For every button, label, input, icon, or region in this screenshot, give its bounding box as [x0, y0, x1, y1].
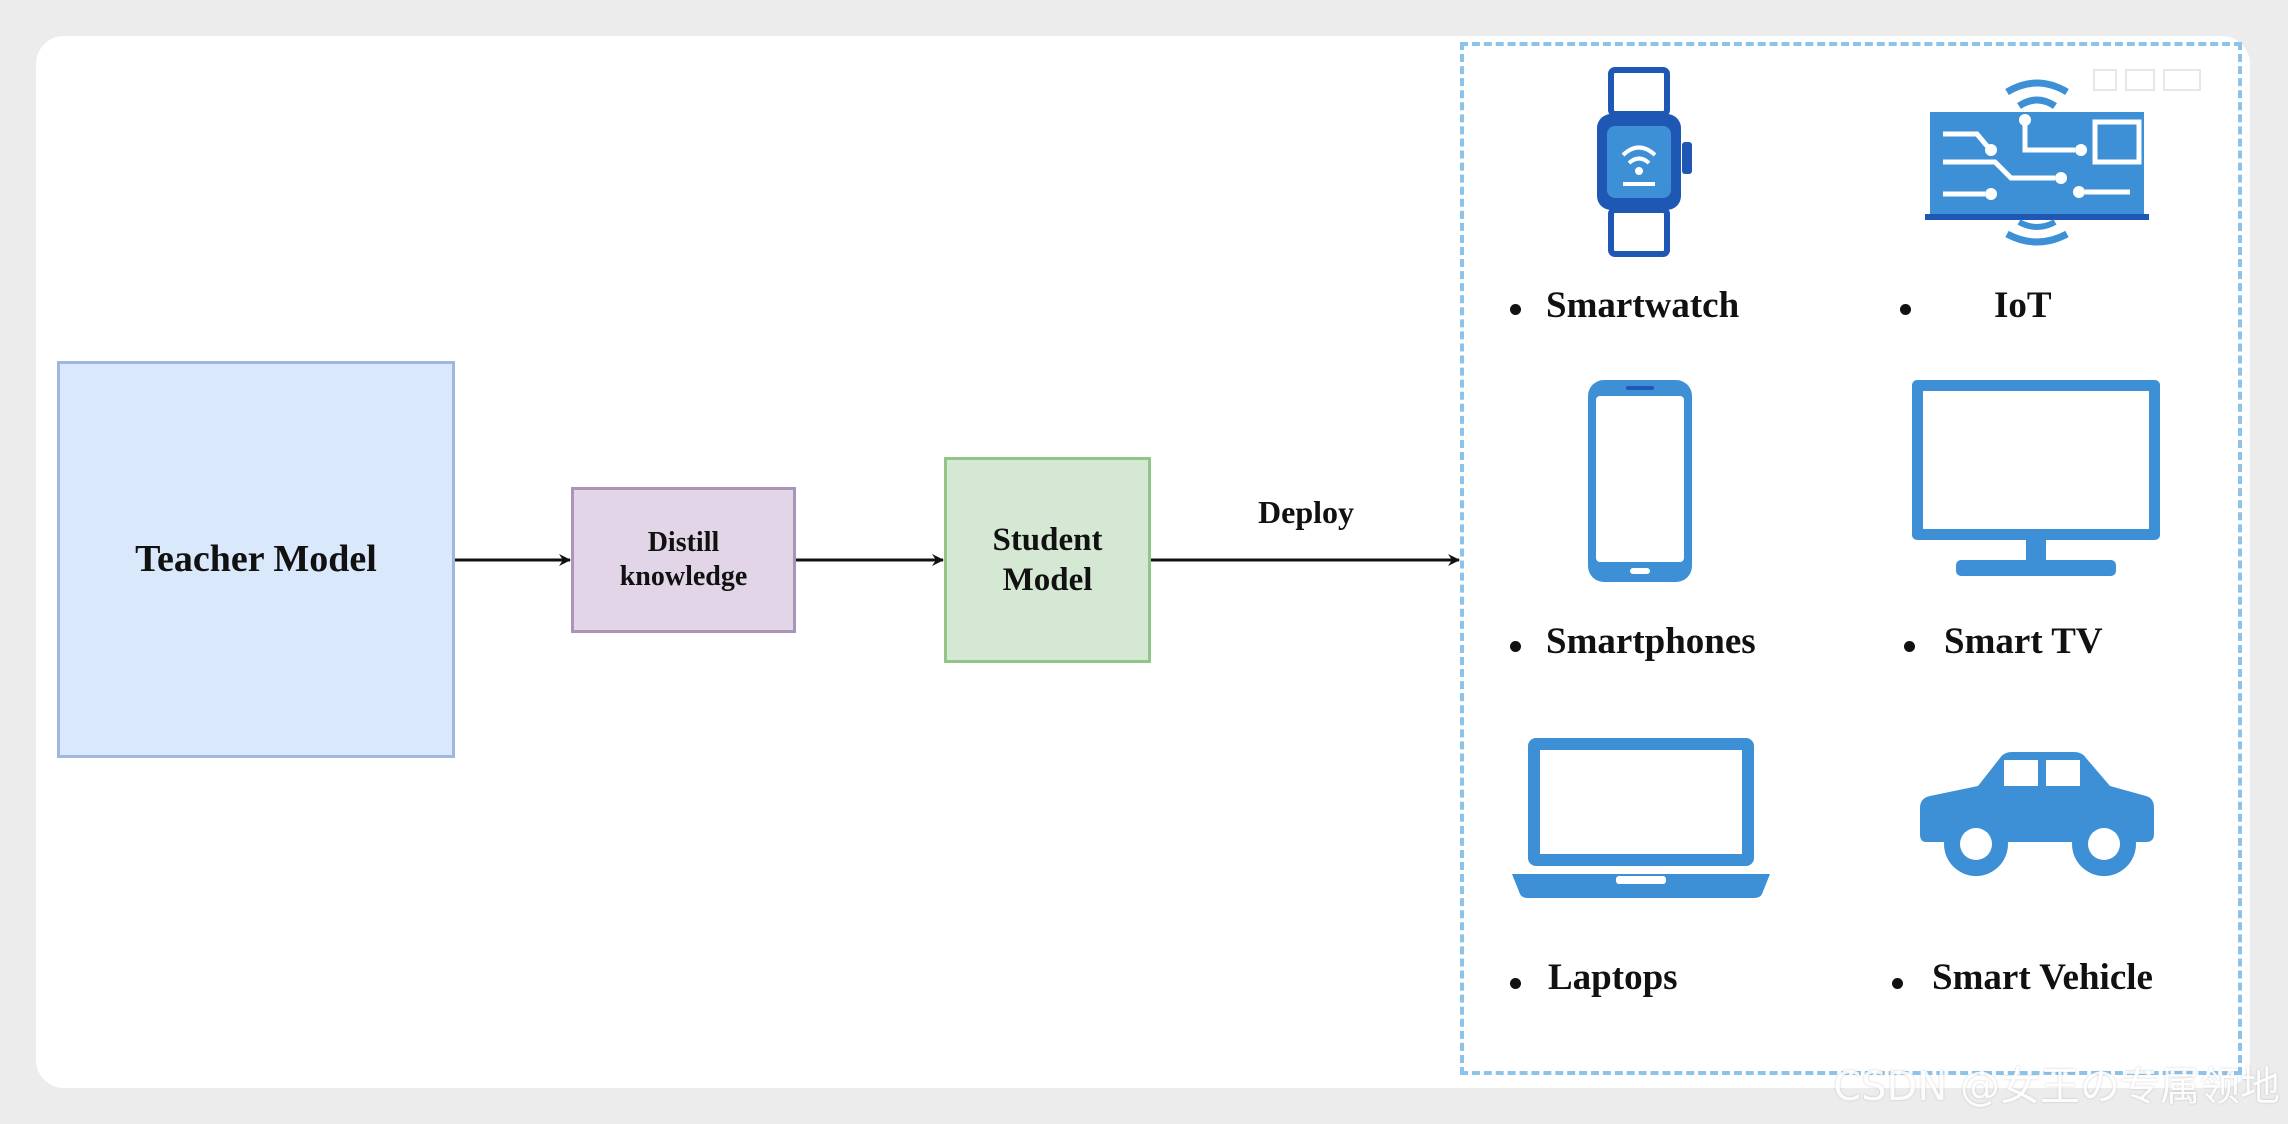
car-icon	[1920, 752, 2154, 876]
smartphone-icon	[1588, 380, 1692, 582]
bullet-icon	[1510, 304, 1521, 315]
device-label-iot: IoT	[1994, 285, 2052, 326]
deploy-label: Deploy	[1258, 494, 1354, 530]
device-label-laptops: Laptops	[1548, 957, 1678, 998]
bullet-icon	[1904, 641, 1915, 652]
student-model-box: Student Model	[944, 457, 1151, 663]
device-label-smartwatch: Smartwatch	[1546, 285, 1740, 326]
device-label-smartphones: Smartphones	[1546, 621, 1756, 662]
student-label-line2: Model	[1002, 562, 1093, 598]
laptop-icon	[1512, 738, 1770, 898]
bullet-icon	[1510, 641, 1521, 652]
distill-knowledge-box: Distill knowledge	[571, 487, 796, 633]
distill-label-line1: Distill	[647, 526, 720, 558]
device-label-smart-vehicle: Smart Vehicle	[1932, 957, 2153, 998]
bullet-icon	[1510, 978, 1521, 989]
teacher-model-box: Teacher Model	[57, 361, 455, 758]
distill-label-line2: knowledge	[619, 561, 748, 592]
faded-text-icon	[2093, 69, 2201, 91]
iot-circuit-icon	[1925, 79, 2149, 246]
smartwatch-icon	[1597, 67, 1692, 257]
student-label-line1: Student	[992, 521, 1103, 558]
device-label-smart-tv: Smart TV	[1944, 621, 2103, 662]
devices-panel	[1460, 42, 2242, 1075]
teacher-model-label: Teacher Model	[135, 538, 377, 581]
watermark: CSDN @女王の专属领地	[1833, 1064, 2280, 1110]
bullet-icon	[1900, 304, 1911, 315]
smart-tv-icon	[1912, 380, 2160, 576]
bullet-icon	[1892, 978, 1903, 989]
